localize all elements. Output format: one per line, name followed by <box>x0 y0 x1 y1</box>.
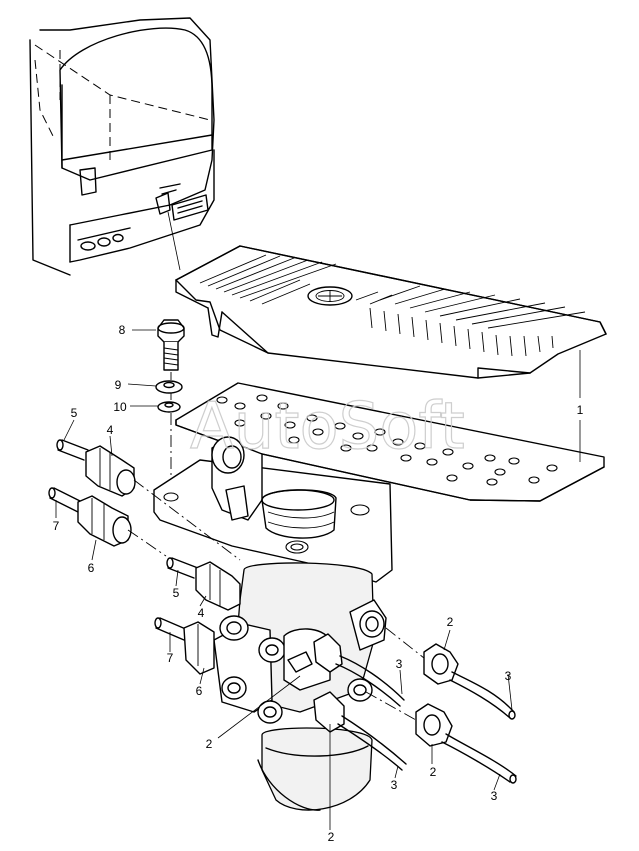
callout-10: 10 <box>113 400 127 414</box>
washer-part-10 <box>157 401 181 413</box>
bolt-part-8 <box>157 319 185 371</box>
callout-3: 3 <box>391 778 398 792</box>
callout-5: 5 <box>173 586 180 600</box>
washer-part-9 <box>155 380 183 394</box>
callout-6: 6 <box>88 561 95 575</box>
leader-lines <box>55 329 581 830</box>
callout-5: 5 <box>71 406 78 420</box>
watermark-text: AutoSoft <box>190 390 465 464</box>
callout-2: 2 <box>328 830 335 844</box>
callout-8: 8 <box>119 323 126 337</box>
hose-and-fittings-left <box>48 439 241 675</box>
callout-4: 4 <box>107 423 114 437</box>
brake-valve-assembly <box>153 436 393 811</box>
callout-9: 9 <box>115 378 122 392</box>
callout-4: 4 <box>198 606 205 620</box>
callout-labels: 1 2 2 2 2 3 3 3 3 4 4 5 5 6 6 7 7 8 9 10 <box>53 323 584 844</box>
callout-6: 6 <box>196 684 203 698</box>
callout-1: 1 <box>577 403 584 417</box>
truck-cab-illustration <box>29 17 215 276</box>
callout-2: 2 <box>206 737 213 751</box>
callout-3: 3 <box>491 789 498 803</box>
callout-3: 3 <box>396 657 403 671</box>
callout-7: 7 <box>53 519 60 533</box>
sensor-fittings-right <box>313 627 517 784</box>
pedal-mount-plate <box>175 382 605 502</box>
pedal-cover-part-1 <box>175 245 607 379</box>
callout-2: 2 <box>447 615 454 629</box>
callout-3: 3 <box>505 669 512 683</box>
callout-7: 7 <box>167 651 174 665</box>
callout-2: 2 <box>430 765 437 779</box>
